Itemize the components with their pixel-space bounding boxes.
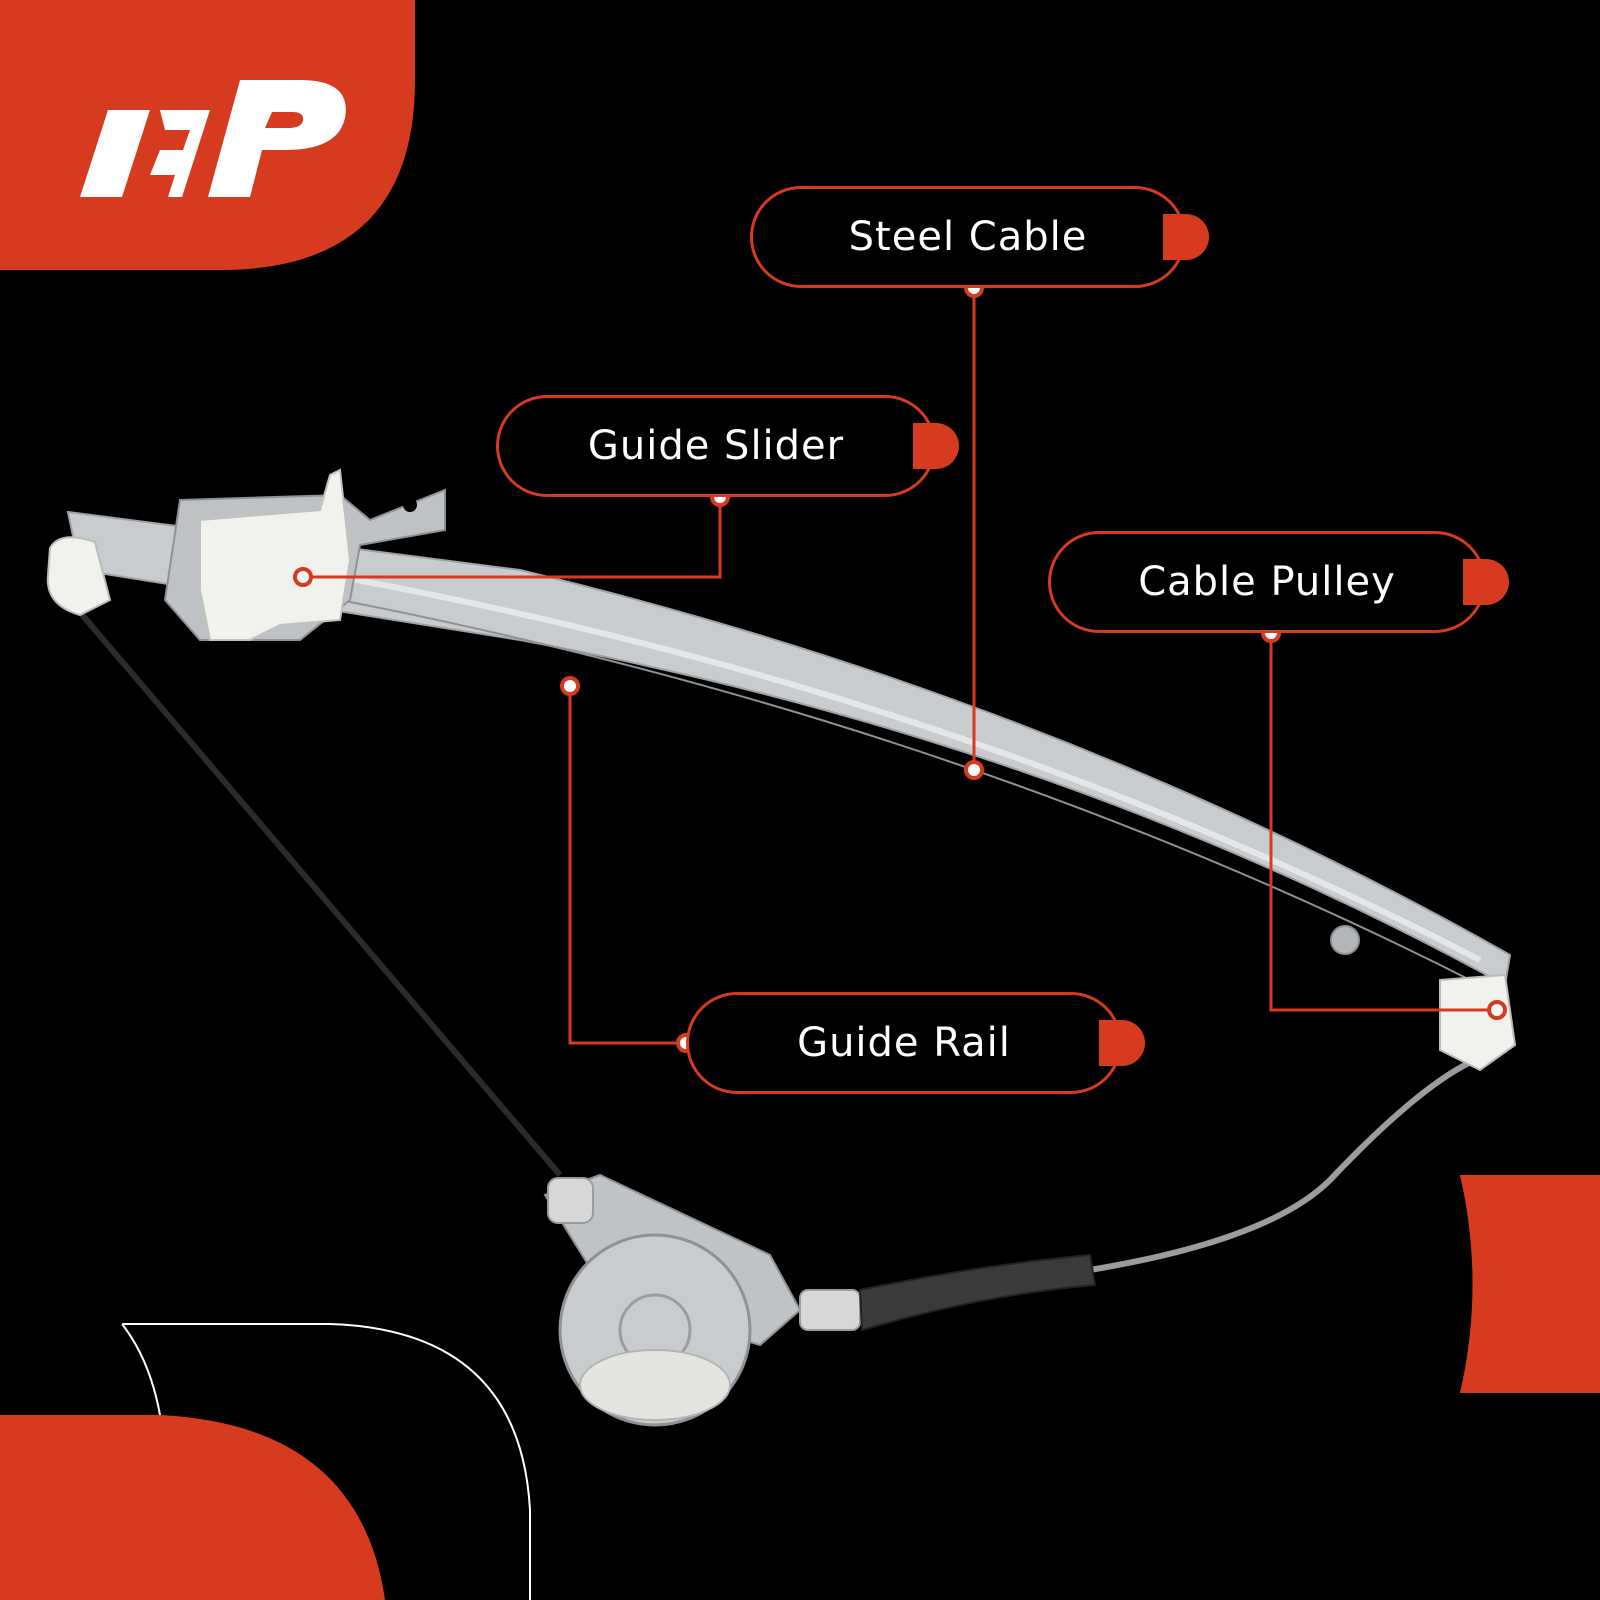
regulator-housing	[543, 1173, 861, 1427]
rail-end-cap-left	[46, 536, 112, 617]
callout-guide-slider: Guide Slider	[496, 395, 959, 497]
callout-guide-slider-label: Guide Slider	[587, 423, 845, 469]
callout-cap	[1099, 1020, 1145, 1066]
callout-cap	[1163, 214, 1209, 260]
lower-cable-right	[1089, 1057, 1477, 1273]
callout-steel-cable: Steel Cable	[750, 186, 1209, 288]
corner-shape-bottom-left	[0, 1415, 385, 1600]
brand-logo	[80, 80, 346, 197]
point-steel-cable	[964, 760, 984, 780]
point-cable-pulley	[1487, 1000, 1507, 1020]
callout-cable-pulley-label: Cable Pulley	[1138, 559, 1396, 605]
callout-guide-rail: Guide Rail	[686, 992, 1145, 1094]
lower-cable-left	[75, 608, 563, 1177]
outline-arc	[122, 1323, 531, 1600]
leader-cable-pulley	[1269, 633, 1497, 1012]
corner-shape-right	[1460, 1175, 1600, 1393]
callout-cap	[913, 423, 959, 469]
callout-cap	[1463, 559, 1509, 605]
cable-sleeve	[858, 1253, 1097, 1332]
point-guide-rail	[560, 676, 580, 696]
callout-steel-cable-label: Steel Cable	[848, 214, 1088, 260]
callout-guide-rail-label: Guide Rail	[797, 1020, 1011, 1066]
rail-end-cap-right	[1439, 973, 1517, 1072]
point-guide-slider	[293, 567, 313, 587]
leader-guide-rail	[568, 686, 686, 1045]
callout-cable-pulley: Cable Pulley	[1048, 531, 1509, 633]
corner-shape-top-left	[0, 0, 415, 270]
leader-guide-slider	[303, 497, 722, 579]
